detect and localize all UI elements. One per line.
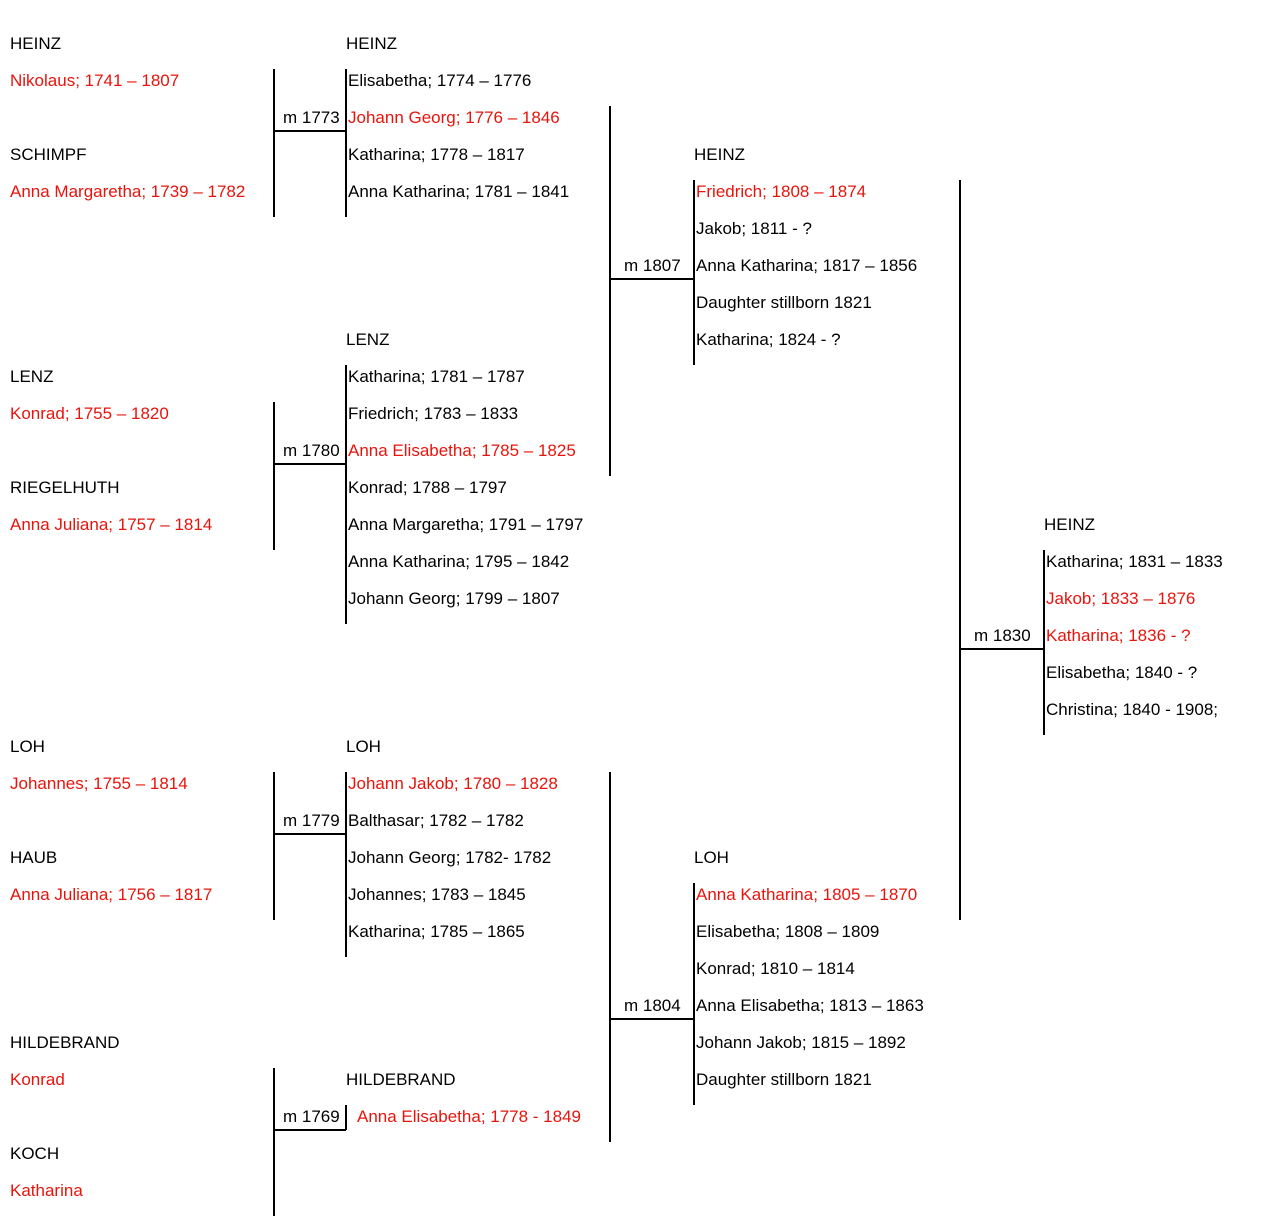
gen2-lenz-child: Johann Georg; 1799 – 1807: [348, 589, 560, 608]
connector-line: [345, 365, 347, 624]
gen1-heinz-person: Nikolaus; 1741 – 1807: [10, 71, 180, 90]
gen2-loh-child: Johannes; 1783 – 1845: [348, 885, 526, 904]
gen4-heinz-child: Elisabetha; 1840 - ?: [1046, 663, 1198, 682]
gen2-lenz-child: Anna Katharina; 1795 – 1842: [348, 552, 570, 571]
gen2-heinz-child: Anna Katharina; 1781 – 1841: [348, 182, 570, 201]
gen4-heinz-child: Christina; 1840 - 1908;: [1046, 700, 1218, 719]
gen2-lenz-surname: LENZ: [346, 330, 390, 349]
gen4-heinz-child: Katharina; 1836 - ?: [1046, 626, 1191, 645]
marriage-label-1780: m 1780: [283, 441, 340, 460]
gen2-loh-surname: LOH: [346, 737, 381, 756]
connector-line: [959, 180, 961, 920]
gen2-loh-child: Katharina; 1785 – 1865: [348, 922, 525, 941]
connector-line: [345, 69, 347, 217]
gen2-heinz-child: Elisabetha; 1774 – 1776: [348, 71, 532, 90]
gen3-loh-child: Elisabetha; 1808 – 1809: [696, 922, 880, 941]
marriage-label-1830: m 1830: [974, 626, 1031, 645]
gen1-lenz-person: Konrad; 1755 – 1820: [10, 404, 169, 423]
gen1-loh-person: Johannes; 1755 – 1814: [10, 774, 188, 793]
gen3-loh-surname: LOH: [694, 848, 729, 867]
connector-line: [959, 648, 1044, 650]
gen2-loh-child: Johann Jakob; 1780 – 1828: [348, 774, 558, 793]
marriage-label-1779: m 1779: [283, 811, 340, 830]
gen3-heinz-child: Daughter stillborn 1821: [696, 293, 872, 312]
gen2-heinz-child: Johann Georg; 1776 – 1846: [348, 108, 560, 127]
gen2-loh-child: Balthasar; 1782 – 1782: [348, 811, 524, 830]
marriage-label-1807: m 1807: [624, 256, 681, 275]
gen2-lenz-child: Friedrich; 1783 – 1833: [348, 404, 519, 423]
connector-line: [1043, 550, 1045, 735]
gen3-loh-child: Anna Elisabetha; 1813 – 1863: [696, 996, 924, 1015]
gen2-heinz-surname: HEINZ: [346, 34, 397, 53]
gen1-hildebrand-surname: HILDEBRAND: [10, 1033, 120, 1052]
gen3-heinz-child: Friedrich; 1808 – 1874: [696, 182, 867, 201]
gen2-loh-child: Johann Georg; 1782- 1782: [348, 848, 552, 867]
connector-line: [345, 772, 347, 957]
gen1-riegelhuth-person: Anna Juliana; 1757 – 1814: [10, 515, 213, 534]
gen1-haub-person: Anna Juliana; 1756 – 1817: [10, 885, 213, 904]
connector-line: [273, 402, 275, 550]
gen1-koch-surname: KOCH: [10, 1144, 60, 1163]
connector-line: [273, 1129, 346, 1131]
gen4-heinz-child: Katharina; 1831 – 1833: [1046, 552, 1223, 571]
gen3-heinz-child: Katharina; 1824 - ?: [696, 330, 841, 349]
gen2-lenz-child: Anna Elisabetha; 1785 – 1825: [348, 441, 576, 460]
marriage-label-1773: m 1773: [283, 108, 340, 127]
connector-line: [273, 1068, 275, 1216]
gen1-haub-surname: HAUB: [10, 848, 58, 867]
gen4-heinz-child: Jakob; 1833 – 1876: [1046, 589, 1196, 608]
connector-line: [273, 69, 275, 217]
connector-line: [345, 1105, 347, 1130]
gen1-koch-person: Katharina: [10, 1181, 83, 1200]
connector-line: [273, 130, 346, 132]
gen1-schimpf-surname: SCHIMPF: [10, 145, 87, 164]
gen3-heinz-child: Jakob; 1811 - ?: [696, 219, 812, 238]
connector-line: [693, 883, 695, 1105]
connector-line: [273, 772, 275, 920]
connector-line: [609, 106, 611, 476]
gen1-loh-surname: LOH: [10, 737, 45, 756]
gen3-heinz-child: Anna Katharina; 1817 – 1856: [696, 256, 918, 275]
connector-line: [693, 180, 695, 365]
connector-line: [273, 833, 346, 835]
connector-line: [273, 463, 346, 465]
gen1-hildebrand-person: Konrad: [10, 1070, 65, 1089]
gen2-heinz-child: Katharina; 1778 – 1817: [348, 145, 525, 164]
gen3-loh-child: Daughter stillborn 1821: [696, 1070, 872, 1089]
marriage-label-1769: m 1769: [283, 1107, 340, 1126]
gen1-riegelhuth-surname: RIEGELHUTH: [10, 478, 120, 497]
gen2-hildebrand-child: Anna Elisabetha; 1778 - 1849: [357, 1107, 582, 1126]
gen4-heinz-surname: HEINZ: [1044, 515, 1095, 534]
marriage-label-1804: m 1804: [624, 996, 681, 1015]
gen2-hildebrand-surname: HILDEBRAND: [346, 1070, 456, 1089]
gen3-loh-child: Johann Jakob; 1815 – 1892: [696, 1033, 906, 1052]
gen1-schimpf-person: Anna Margaretha; 1739 – 1782: [10, 182, 246, 201]
connector-line: [609, 1018, 694, 1020]
gen3-loh-child: Konrad; 1810 – 1814: [696, 959, 855, 978]
connector-line: [609, 772, 611, 1142]
gen1-lenz-surname: LENZ: [10, 367, 54, 386]
connector-line: [609, 278, 694, 280]
gen2-lenz-child: Anna Margaretha; 1791 – 1797: [348, 515, 584, 534]
gen1-heinz-surname: HEINZ: [10, 34, 61, 53]
gen3-heinz-surname: HEINZ: [694, 145, 745, 164]
gen2-lenz-child: Katharina; 1781 – 1787: [348, 367, 525, 386]
gen3-loh-child: Anna Katharina; 1805 – 1870: [696, 885, 918, 904]
gen2-lenz-child: Konrad; 1788 – 1797: [348, 478, 507, 497]
